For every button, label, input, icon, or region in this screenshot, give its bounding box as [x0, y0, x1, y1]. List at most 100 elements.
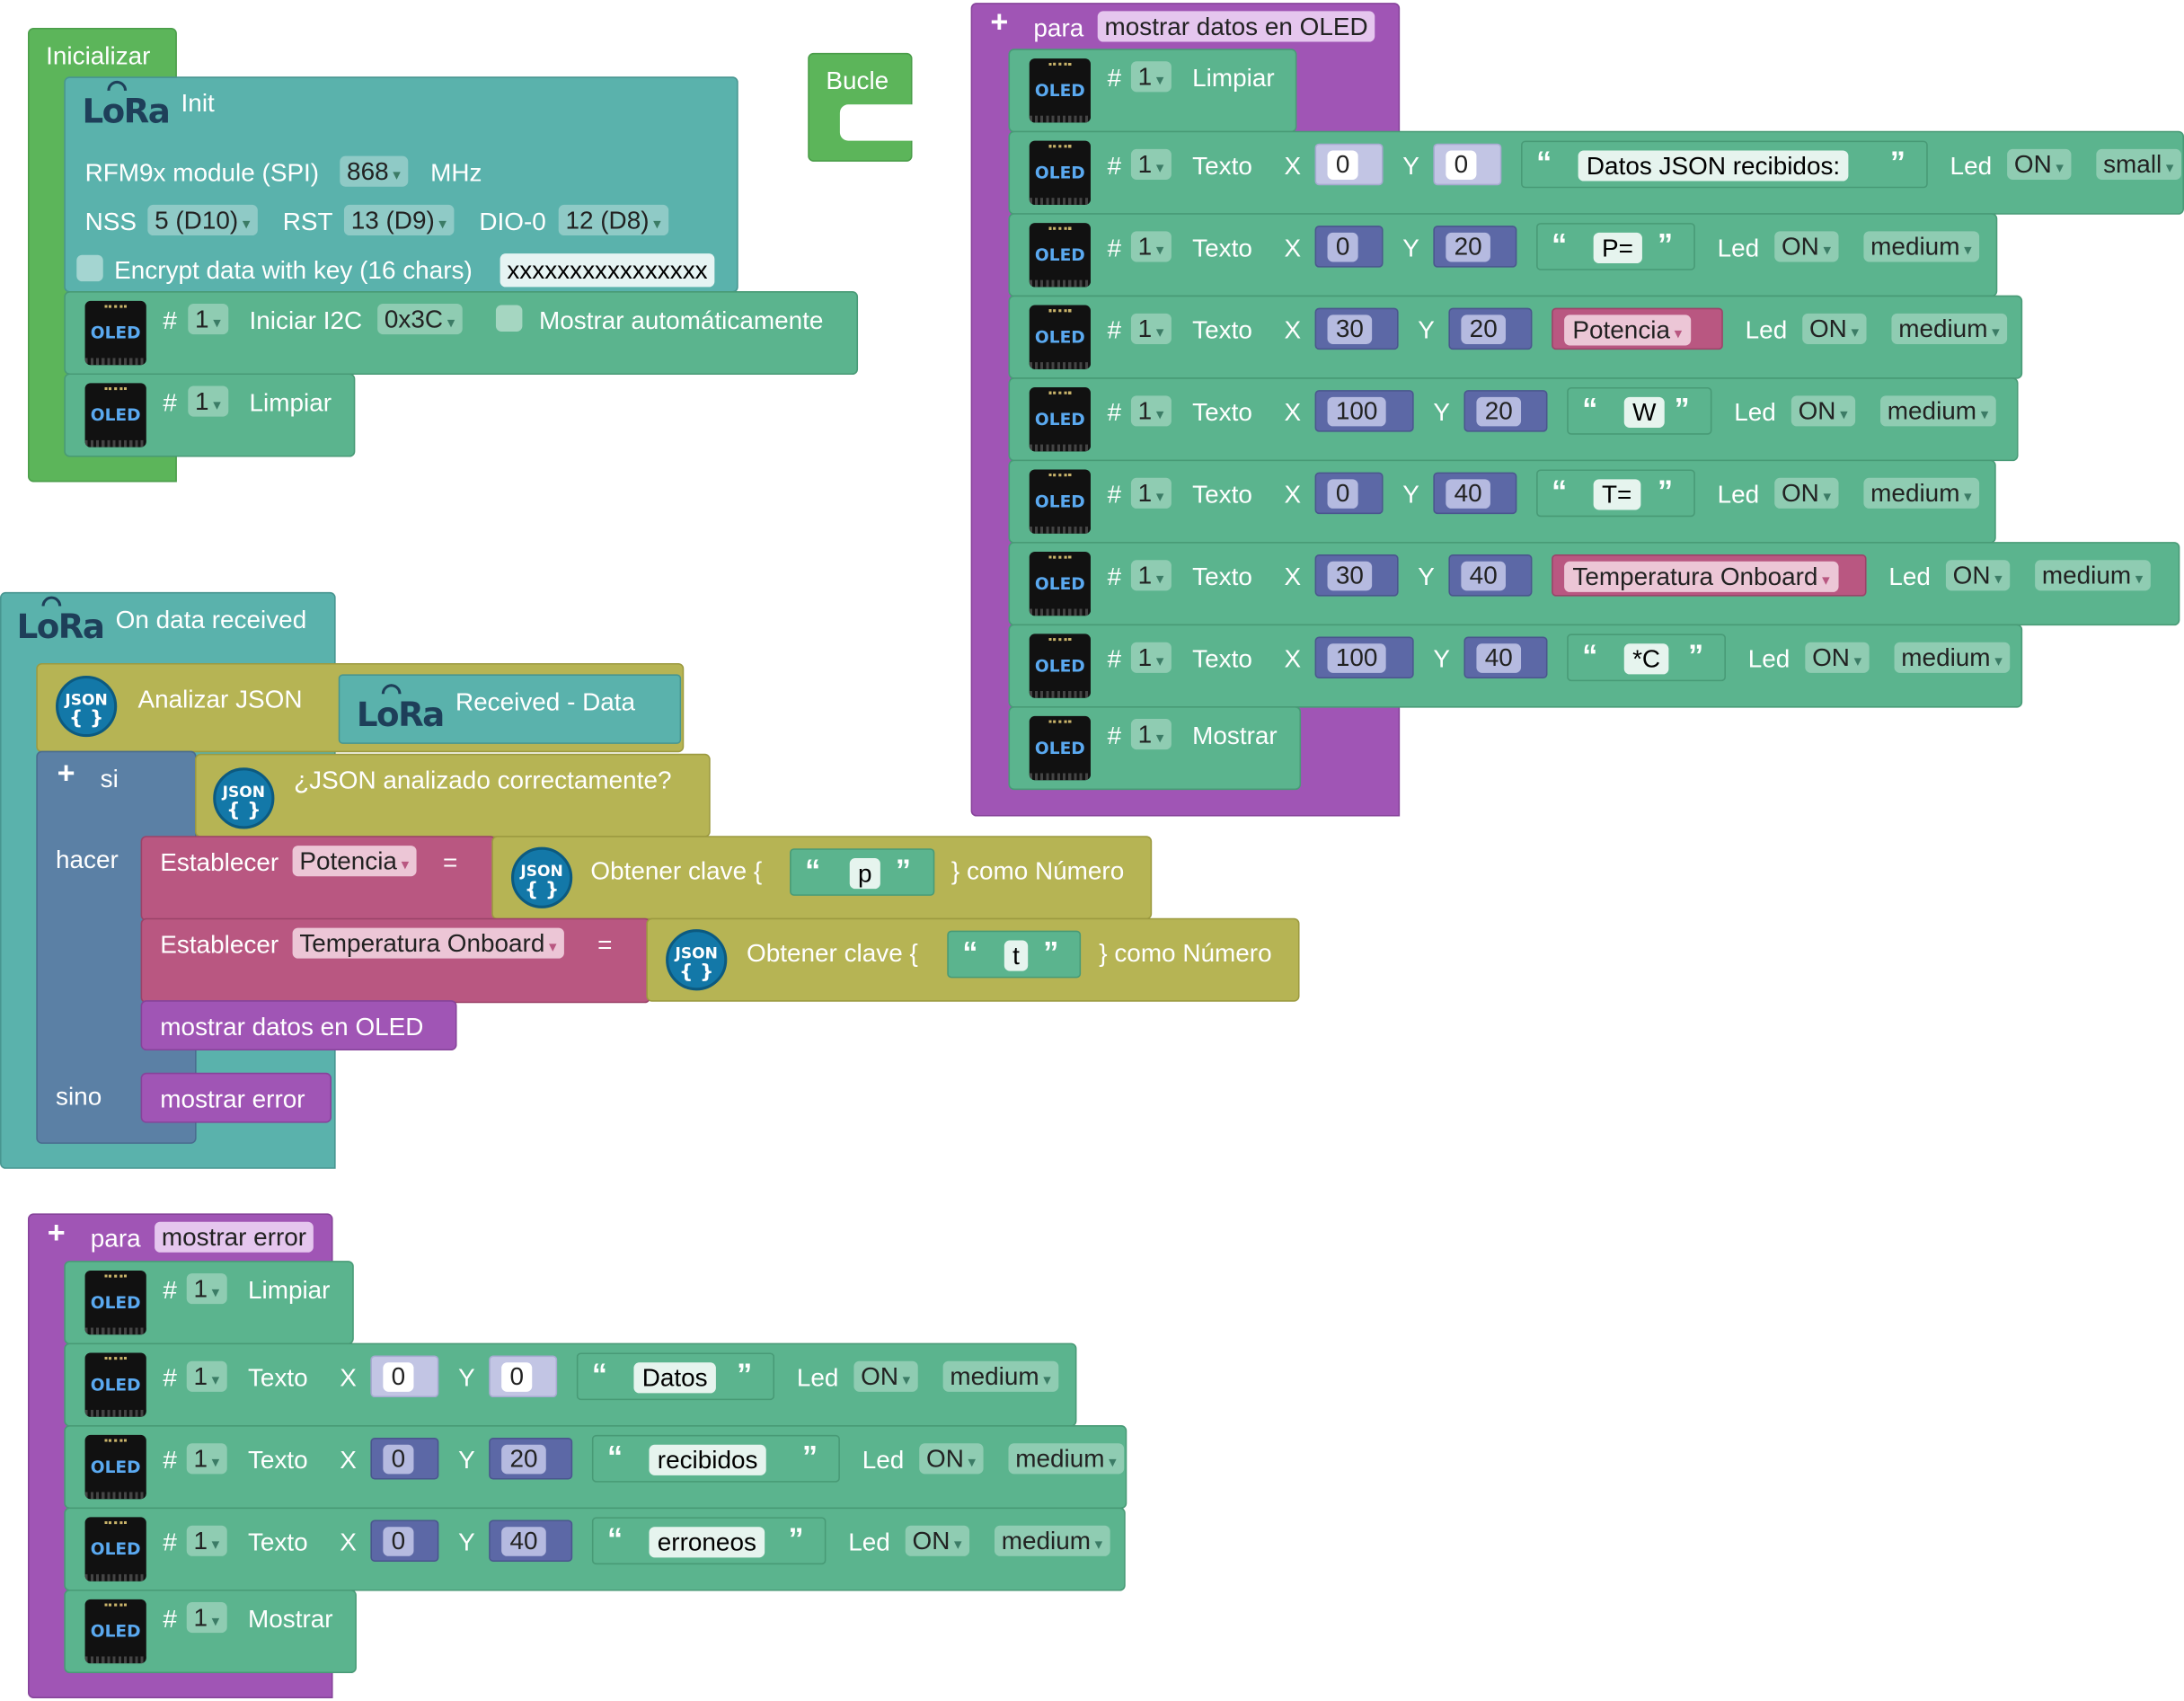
- number-value[interactable]: 40: [1476, 643, 1522, 673]
- led-dropdown[interactable]: ON▾: [1802, 313, 1866, 344]
- oled-num-dropdown[interactable]: 1▾: [186, 1443, 227, 1475]
- number-input[interactable]: 20: [1448, 307, 1533, 350]
- number-input[interactable]: 100: [1314, 636, 1414, 679]
- number-input[interactable]: 30: [1314, 307, 1399, 350]
- string-block[interactable]: “*C”: [1567, 633, 1726, 682]
- set-potencia-block[interactable]: Establecer Potencia▾ =: [140, 836, 496, 921]
- oled-num-dropdown[interactable]: 1▾: [186, 1525, 227, 1556]
- string-value[interactable]: erroneos: [649, 1527, 765, 1558]
- number-input[interactable]: 0: [370, 1519, 439, 1562]
- string-value[interactable]: Datos JSON recibidos:: [1578, 150, 1849, 182]
- number-input[interactable]: 20: [1433, 226, 1517, 268]
- variable-dropdown[interactable]: Temperatura Onboard▾: [1564, 561, 1838, 592]
- string-value[interactable]: t: [1004, 940, 1029, 971]
- string-block[interactable]: “Datos JSON recibidos:”: [1521, 140, 1928, 189]
- oled-num-dropdown[interactable]: 1▾: [1130, 148, 1172, 181]
- oled-num-dropdown[interactable]: 1▾: [1130, 477, 1172, 509]
- led-dropdown[interactable]: ON▾: [905, 1525, 969, 1556]
- oled-clear-block[interactable]: OLED#1▾Limpiar: [64, 1261, 354, 1345]
- number-value[interactable]: 40: [1446, 479, 1490, 509]
- number-value[interactable]: 20: [1461, 315, 1507, 344]
- number-value[interactable]: 20: [1446, 232, 1490, 262]
- number-value[interactable]: 100: [1327, 643, 1386, 673]
- string-value[interactable]: *C: [1623, 643, 1669, 675]
- parse-json-block[interactable]: JSON{ } Analizar JSON LoRa Received - Da…: [36, 662, 685, 753]
- number-value[interactable]: 0: [1327, 232, 1358, 262]
- led-dropdown[interactable]: ON▾: [1805, 642, 1869, 673]
- number-value[interactable]: 40: [501, 1527, 546, 1556]
- loop-block[interactable]: Bucle: [808, 52, 915, 162]
- oled-num-dropdown[interactable]: 1▾: [1130, 61, 1172, 93]
- number-input[interactable]: 0: [1433, 143, 1502, 186]
- string-block[interactable]: “recibidos”: [591, 1434, 840, 1483]
- led-dropdown[interactable]: ON▾: [1945, 560, 2010, 591]
- number-value[interactable]: 100: [1327, 396, 1386, 427]
- i2c-addr-dropdown[interactable]: 0x3C▾: [377, 303, 463, 335]
- size-dropdown[interactable]: medium▾: [994, 1525, 1110, 1556]
- proc-plus-icon[interactable]: +: [47, 1214, 66, 1250]
- oled-num-dropdown[interactable]: 1▾: [188, 303, 228, 335]
- oled-show-block[interactable]: OLED#1▾Mostrar: [64, 1590, 357, 1674]
- proc-name-input[interactable]: mostrar datos en OLED: [1097, 11, 1375, 42]
- number-input[interactable]: 0: [1314, 226, 1384, 268]
- oled-num-dropdown[interactable]: 1▾: [1130, 395, 1172, 427]
- var-temp-dropdown[interactable]: Temperatura Onboard▾: [292, 927, 564, 959]
- number-value[interactable]: 0: [1446, 150, 1477, 181]
- oled-num-dropdown[interactable]: 1▾: [186, 1601, 227, 1634]
- number-value[interactable]: 0: [1327, 479, 1358, 509]
- nss-dropdown[interactable]: 5 (D10)▾: [147, 204, 258, 236]
- led-dropdown[interactable]: ON▾: [853, 1360, 917, 1392]
- received-data-block[interactable]: LoRa Received - Data: [338, 674, 682, 744]
- oled-num-dropdown[interactable]: 1▾: [186, 1360, 227, 1392]
- size-dropdown[interactable]: medium▾: [1863, 231, 1979, 262]
- size-dropdown[interactable]: medium▾: [1891, 313, 2007, 344]
- number-input[interactable]: 40: [1433, 472, 1517, 515]
- size-dropdown[interactable]: medium▾: [2035, 560, 2151, 591]
- led-dropdown[interactable]: ON▾: [919, 1443, 983, 1475]
- number-input[interactable]: 0: [370, 1355, 439, 1398]
- json-check-block[interactable]: JSON{ } ¿JSON analizado correctamente?: [195, 753, 711, 837]
- variable-dropdown[interactable]: Potencia▾: [1564, 315, 1691, 346]
- proc-name-input[interactable]: mostrar error: [155, 1221, 314, 1253]
- number-input[interactable]: 20: [489, 1438, 573, 1480]
- variable-block[interactable]: Potencia▾: [1552, 307, 1723, 350]
- key-input[interactable]: xxxxxxxxxxxxxxxx: [500, 253, 715, 288]
- call-show-block[interactable]: mostrar datos en OLED: [140, 1000, 457, 1051]
- variable-block[interactable]: Temperatura Onboard▾: [1552, 554, 1867, 597]
- number-value[interactable]: 0: [501, 1362, 533, 1392]
- number-value[interactable]: 40: [1461, 561, 1507, 591]
- number-input[interactable]: 20: [1463, 390, 1548, 432]
- oled-num-dropdown[interactable]: 1▾: [1130, 719, 1172, 750]
- string-block[interactable]: “T=”: [1536, 469, 1695, 518]
- string-value[interactable]: Datos: [633, 1362, 716, 1394]
- set-temp-block[interactable]: Establecer Temperatura Onboard▾ =: [140, 917, 651, 1004]
- string-block[interactable]: “W”: [1567, 387, 1712, 435]
- if-plus-icon[interactable]: +: [57, 755, 75, 791]
- string-value[interactable]: T=: [1593, 479, 1640, 510]
- number-input[interactable]: 0: [1314, 472, 1384, 515]
- size-dropdown[interactable]: medium▾: [1894, 642, 2010, 673]
- string-value[interactable]: p: [849, 858, 880, 890]
- var-potencia-dropdown[interactable]: Potencia▾: [292, 846, 416, 877]
- number-value[interactable]: 30: [1327, 561, 1373, 591]
- number-value[interactable]: 0: [383, 1527, 414, 1556]
- number-value[interactable]: 0: [383, 1362, 414, 1392]
- oled-num-dropdown[interactable]: 1▾: [1130, 231, 1172, 262]
- string-t[interactable]: “ t ”: [947, 930, 1082, 979]
- number-input[interactable]: 100: [1314, 390, 1414, 432]
- number-input[interactable]: 0: [370, 1438, 439, 1480]
- oled-clear-block[interactable]: OLED#1▾Limpiar: [1008, 49, 1297, 133]
- string-block[interactable]: “erroneos”: [591, 1517, 827, 1565]
- oled-init-block[interactable]: OLED # 1▾ Iniciar I2C 0x3C▾ Mostrar auto…: [64, 291, 859, 376]
- dio-dropdown[interactable]: 12 (D8)▾: [558, 204, 668, 236]
- number-value[interactable]: 20: [1476, 396, 1522, 427]
- auto-show-checkbox[interactable]: [495, 305, 523, 332]
